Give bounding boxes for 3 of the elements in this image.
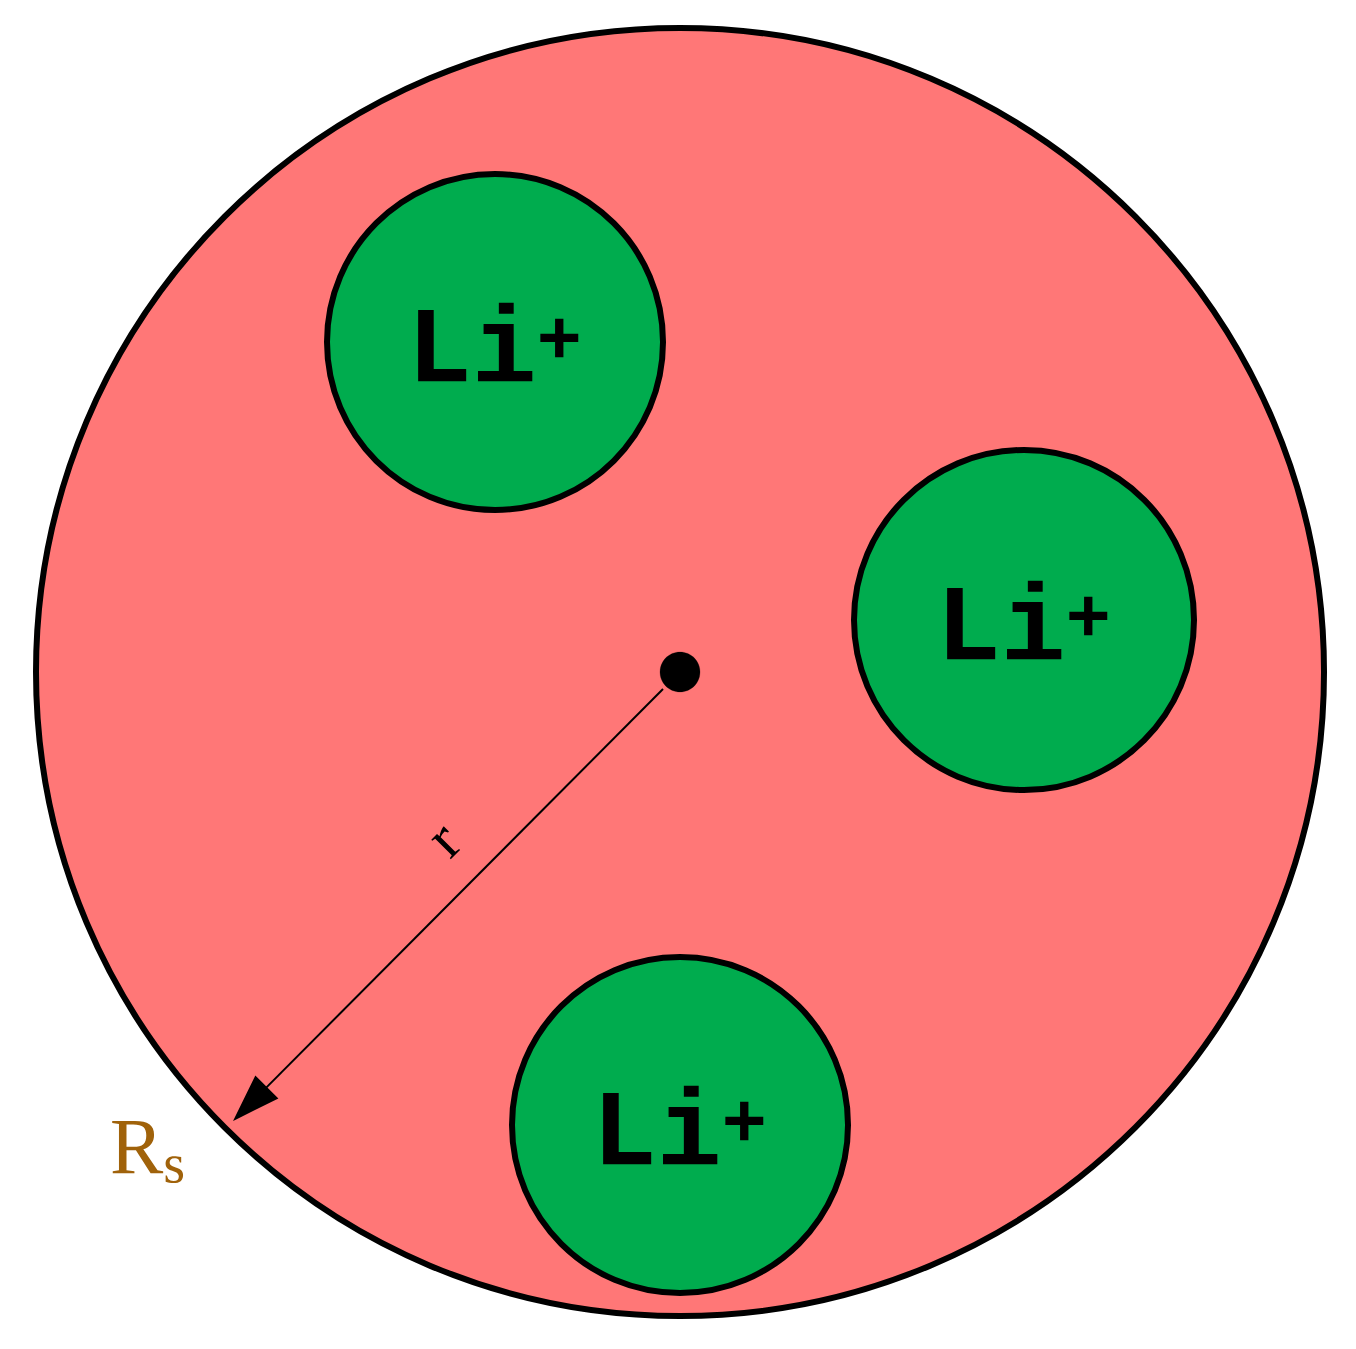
- dimension-label: r: [431, 826, 461, 860]
- centre-dot: [659, 651, 701, 693]
- radius-label: R$_{s}$: [112, 1120, 184, 1184]
